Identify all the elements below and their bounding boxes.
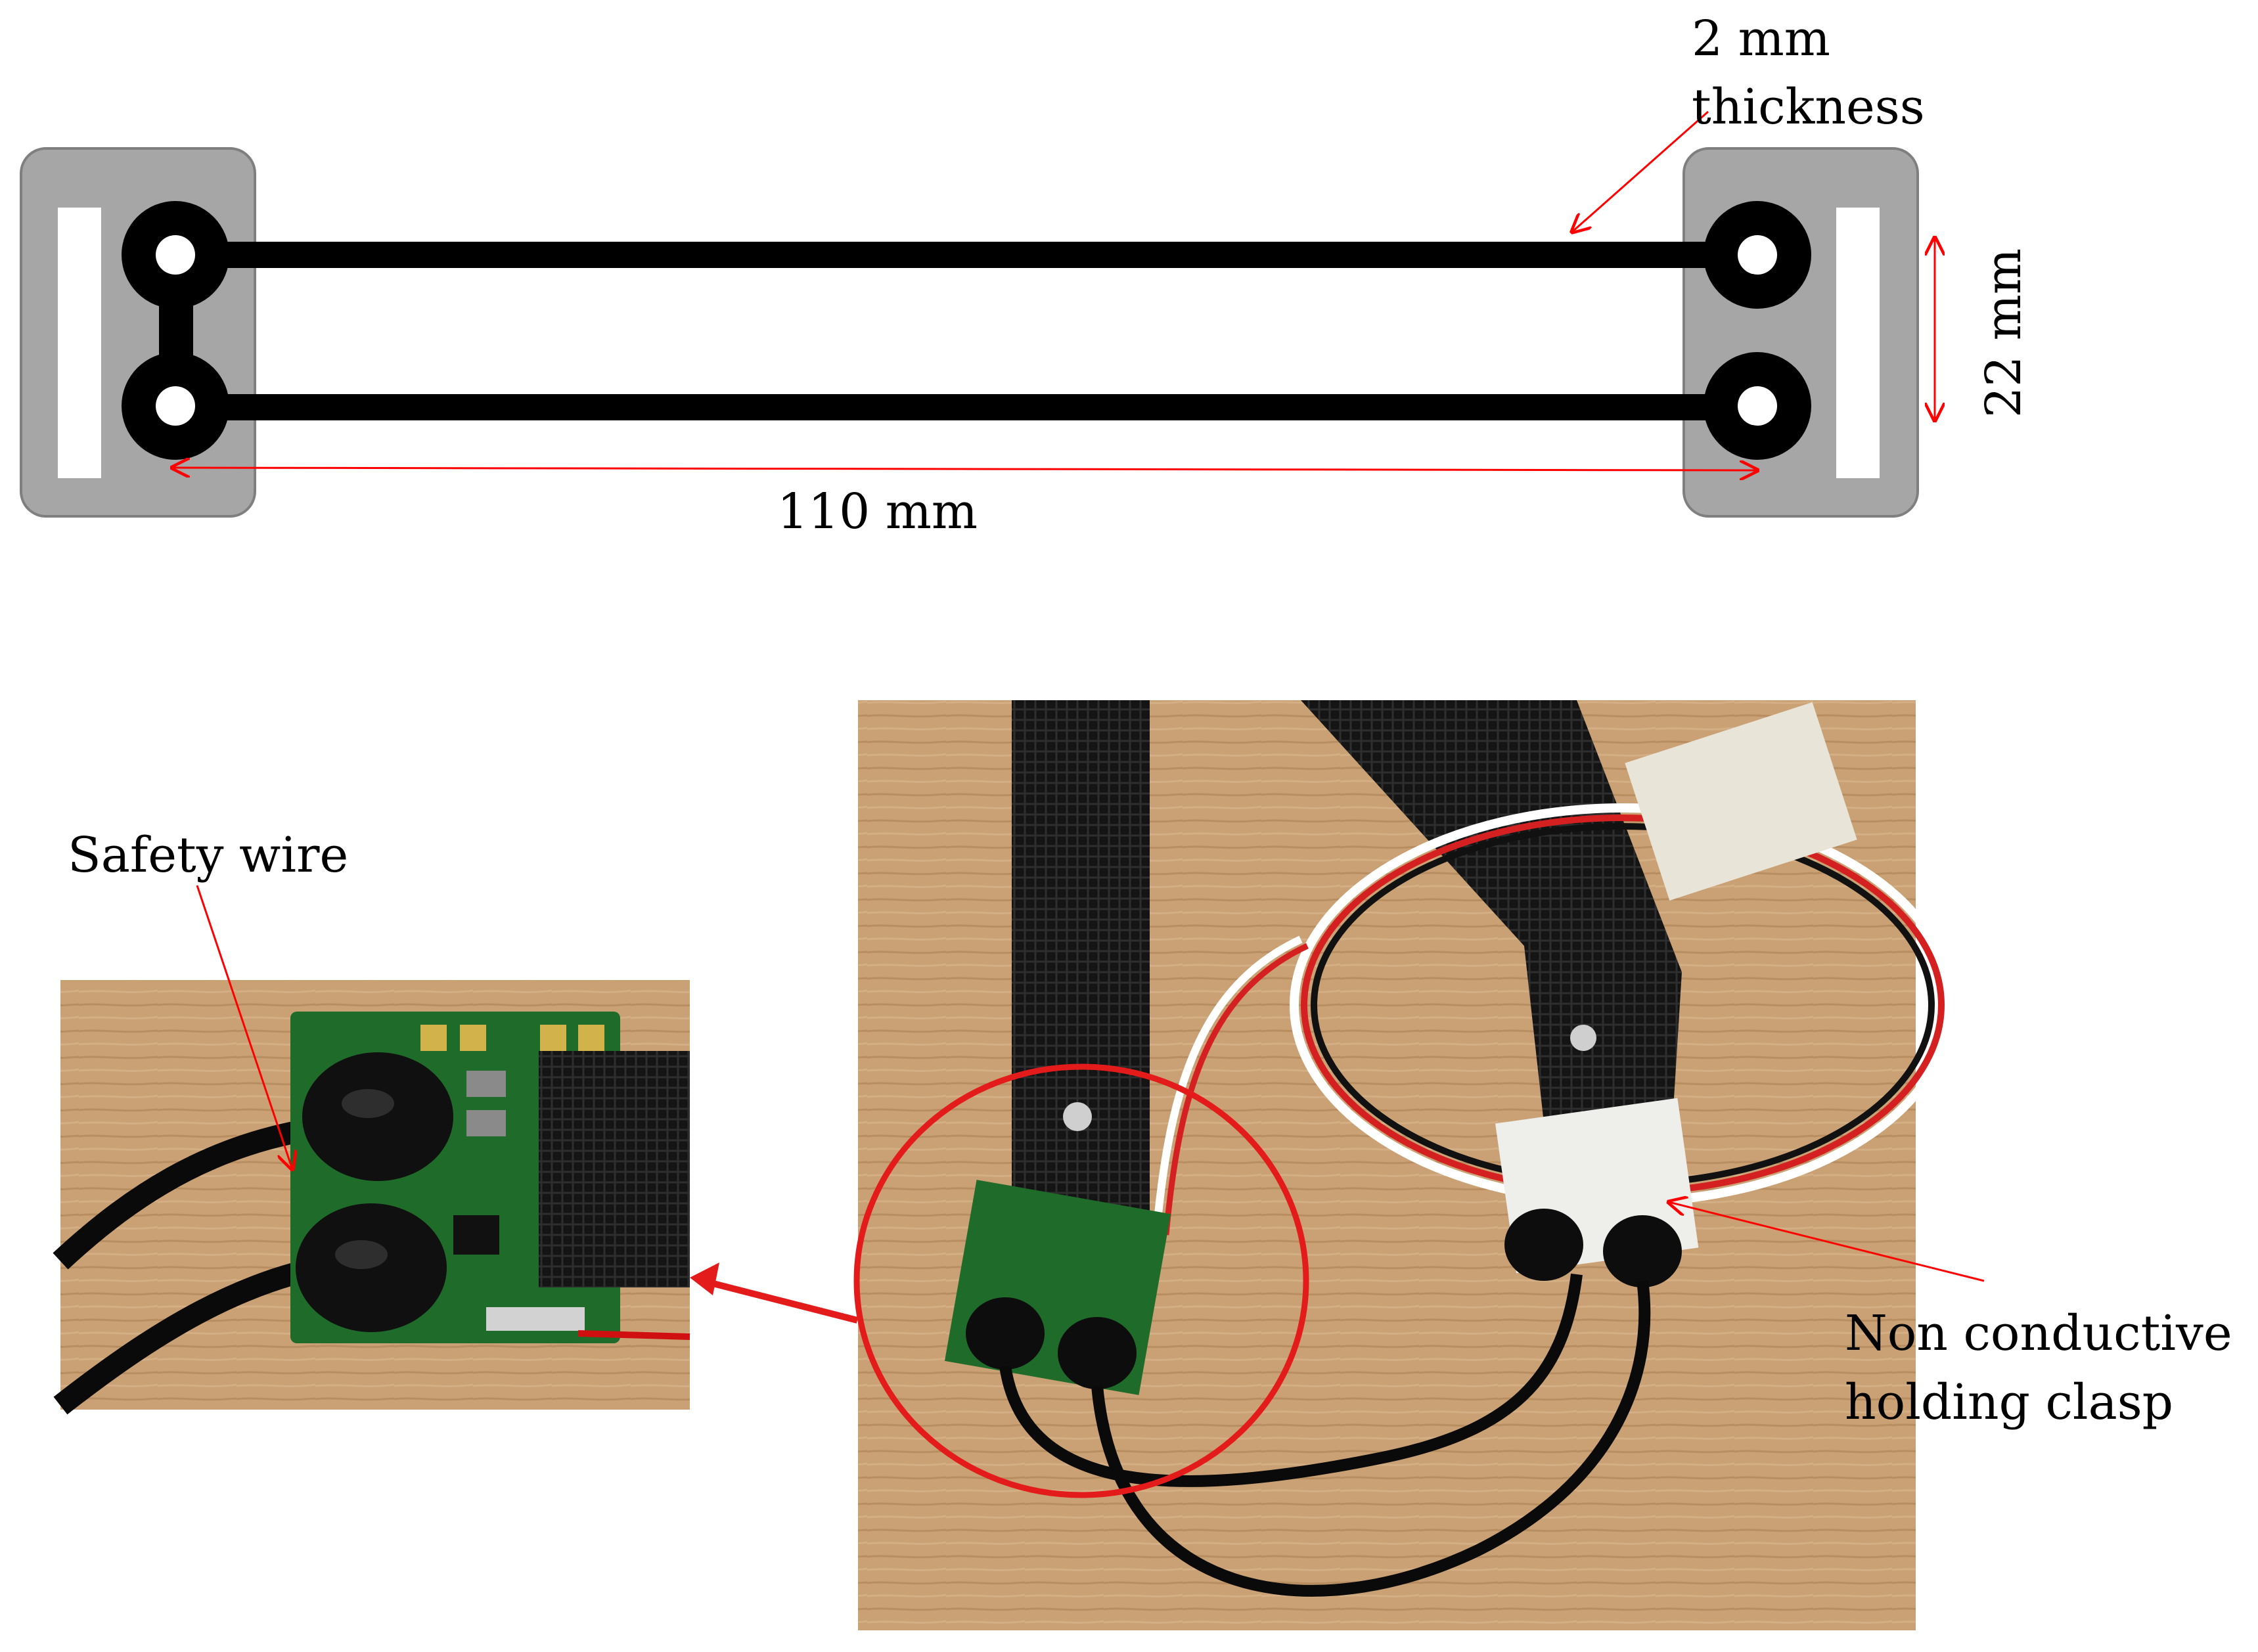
upper-strap-band — [174, 242, 1764, 268]
cable-to-pcb — [1152, 935, 1303, 1236]
pcb-pad-row — [486, 1307, 585, 1331]
lower-strap-band — [174, 394, 1764, 420]
width-label: 22 mm — [1976, 248, 2032, 418]
snap-hole — [156, 386, 195, 426]
tape-wrap — [1625, 702, 1857, 901]
thickness-leader-arrow — [1572, 110, 1709, 232]
lead-wire — [1091, 1280, 1651, 1597]
clasp-label-line2: holding clasp — [1845, 1374, 2173, 1431]
safety-wire-label: Safety wire — [68, 827, 348, 883]
pcb-pad — [540, 1025, 566, 1051]
length-dimension-arrow — [172, 468, 1757, 470]
snap-hole — [156, 235, 195, 275]
right-slot — [1836, 208, 1880, 478]
device-photo — [853, 700, 1956, 1630]
closeup-strap — [539, 1051, 690, 1287]
lead-wire — [999, 1273, 1583, 1487]
clasp-leader-arrow — [1669, 1202, 1985, 1282]
thickness-label-line1: 2 mm — [1692, 11, 1830, 67]
pcb-pad — [460, 1025, 486, 1051]
pcb-pad — [420, 1025, 447, 1051]
right-electrode-pad — [1682, 147, 1919, 518]
magnifier-arrow-icon — [696, 1276, 859, 1324]
pcb-component — [466, 1110, 506, 1136]
left-electrode-pad — [20, 147, 256, 518]
closeup-red-wire — [577, 1330, 690, 1340]
pcb-pad — [578, 1025, 604, 1051]
magnifier-arrowhead — [690, 1262, 719, 1295]
closeup-photo — [53, 980, 690, 1415]
snap-hole — [1738, 235, 1777, 275]
photo-strap-left — [1012, 700, 1150, 1245]
snap-button-icon — [1504, 1209, 1583, 1281]
strap-schematic: 2 mm thickness 110 mm 22 mm — [20, 11, 2032, 540]
length-label: 110 mm — [777, 483, 978, 540]
cable-to-pcb-red — [1163, 943, 1309, 1236]
photo-pcb — [944, 1180, 1171, 1395]
thickness-label-line2: thickness — [1692, 79, 1925, 135]
rivet — [1570, 1025, 1596, 1051]
snap-highlight — [335, 1240, 388, 1269]
highlight-circle — [853, 1063, 1309, 1498]
snap-button-icon — [966, 1297, 1045, 1370]
snap-hole — [1738, 386, 1777, 426]
clasp-label-line1: Non conductive — [1845, 1305, 2232, 1362]
snap-button-icon — [1603, 1215, 1682, 1287]
snap-button-icon — [1058, 1317, 1137, 1389]
safety-wire-leader — [196, 885, 292, 1169]
pcb-component — [466, 1071, 506, 1097]
rivet — [1063, 1102, 1092, 1131]
snap-highlight — [342, 1089, 394, 1118]
pcb-chip — [453, 1215, 499, 1255]
left-slot — [58, 208, 101, 478]
